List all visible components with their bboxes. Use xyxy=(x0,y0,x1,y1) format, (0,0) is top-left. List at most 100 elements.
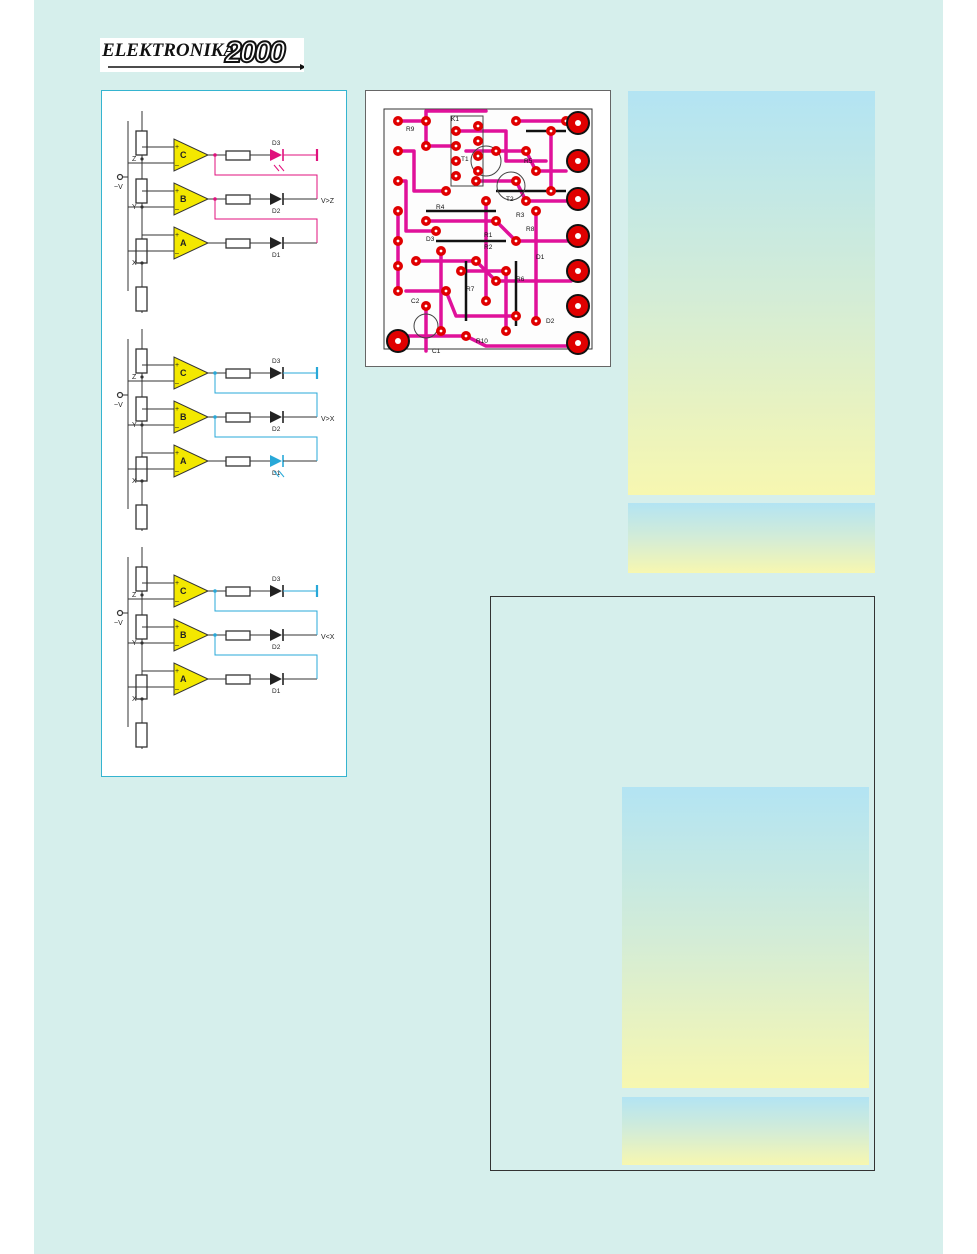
input-label: ~V xyxy=(114,620,123,627)
logo-underline-icon xyxy=(108,64,304,70)
magazine-logo: ELEKTRONIKA 2000 xyxy=(100,37,304,72)
tap-label: X xyxy=(132,696,137,703)
pcb-pad-hole xyxy=(534,319,538,323)
sidebar-panel-small xyxy=(628,503,875,573)
input-terminal-icon xyxy=(116,173,124,181)
pcb-component-label: D1 xyxy=(536,254,545,261)
op-amp-icon xyxy=(173,618,210,652)
pcb-pad-hole xyxy=(534,169,538,173)
op-amp-icon xyxy=(173,662,210,696)
diode-label: D2 xyxy=(272,208,281,215)
pcb-pad-hole xyxy=(396,119,400,123)
pcb-pad-hole xyxy=(474,179,478,183)
diode-icon xyxy=(270,411,282,423)
pcb-component-label: R4 xyxy=(436,204,445,211)
pcb-component-label: R10 xyxy=(476,338,488,345)
pcb-pad-hole xyxy=(476,154,480,158)
pcb-pad-hole xyxy=(514,314,518,318)
capacitor-outline xyxy=(413,313,439,339)
article-text-box xyxy=(490,596,875,1171)
pcb-pad-hole xyxy=(476,169,480,173)
led-glow-icon xyxy=(273,470,280,478)
diode-label: D2 xyxy=(272,644,281,651)
led-glow-icon xyxy=(273,164,280,172)
pcb-pad-hole xyxy=(396,149,400,153)
pcb-pad-hole xyxy=(494,279,498,283)
transistor-outline xyxy=(496,171,526,201)
op-amp-icon xyxy=(173,182,210,216)
op-amp-label: B xyxy=(180,194,187,204)
op-amp-label: C xyxy=(180,150,187,160)
op-amp-minus: – xyxy=(175,250,179,257)
ladder-resistor xyxy=(135,348,148,374)
terminal-pad-hole xyxy=(575,196,581,202)
pcb-pad-hole xyxy=(534,209,538,213)
pcb-pad-hole xyxy=(484,199,488,203)
pcb-pad-hole xyxy=(504,329,508,333)
pcb-pad-hole xyxy=(514,119,518,123)
ladder-resistor xyxy=(135,722,148,748)
output-resistor xyxy=(225,150,251,161)
op-amp-plus: + xyxy=(175,144,179,151)
sidebar-panel-top xyxy=(628,91,875,495)
pcb-component-label: R3 xyxy=(516,212,525,219)
op-amp-minus: – xyxy=(175,380,179,387)
op-amp-icon xyxy=(173,226,210,260)
pcb-pad-hole xyxy=(454,144,458,148)
op-amp-icon xyxy=(173,574,210,608)
pcb-component-label: T1 xyxy=(461,156,469,163)
comparator-circuit-3: ZYX~VC+–D3B+–D2A+–D1V<X xyxy=(114,547,335,749)
pcb-pad-hole xyxy=(474,259,478,263)
op-amp-plus: + xyxy=(175,406,179,413)
op-amp-label: B xyxy=(180,630,187,640)
pcb-pad-hole xyxy=(549,129,553,133)
pcb-outline xyxy=(383,108,593,350)
pcb-component-label: R2 xyxy=(484,244,493,251)
op-amp-plus: + xyxy=(175,362,179,369)
output-resistor xyxy=(225,368,251,379)
comparator-schematic-panel: ZYX~VC+–D3B+–D2A+–D1V>ZZYX~VC+–D3B+–D2A+… xyxy=(101,90,347,777)
pcb-trace xyxy=(424,219,573,243)
pcb-component-label: R9 xyxy=(406,126,415,133)
input-label: ~V xyxy=(114,402,123,409)
pcb-trace xyxy=(396,119,458,148)
pcb-pad-hole xyxy=(494,219,498,223)
comparator-circuit-2: ZYX~VC+–D3B+–D2A+–D1V>X xyxy=(114,329,335,531)
terminal-pad-hole xyxy=(395,338,401,344)
output-resistor xyxy=(225,194,251,205)
diode-label: D2 xyxy=(272,426,281,433)
ladder-resistor xyxy=(135,504,148,530)
op-amp-label: C xyxy=(180,586,187,596)
pcb-pad-hole xyxy=(494,149,498,153)
pcb-component-label: D3 xyxy=(426,236,435,243)
diode-icon xyxy=(270,237,282,249)
pcb-pad-hole xyxy=(454,159,458,163)
pcb-component-label: C1 xyxy=(432,348,441,355)
output-resistor xyxy=(225,412,251,423)
diode-icon xyxy=(270,585,282,597)
op-amp-minus: – xyxy=(175,686,179,693)
output-resistor xyxy=(225,586,251,597)
pcb-pad-hole xyxy=(514,179,518,183)
op-amp-plus: + xyxy=(175,450,179,457)
pcb-pad-hole xyxy=(459,269,463,273)
tap-label: X xyxy=(132,260,137,267)
pcb-pad-hole xyxy=(476,139,480,143)
pcb-component-label: R6 xyxy=(516,276,525,283)
tap-label: Z xyxy=(132,592,137,599)
pcb-pad-hole xyxy=(424,304,428,308)
input-label: ~V xyxy=(114,184,123,191)
logo-text: ELEKTRONIKA xyxy=(102,40,237,61)
pcb-pad-hole xyxy=(439,329,443,333)
op-amp-label: A xyxy=(180,674,187,684)
pcb-component-label: R8 xyxy=(526,226,535,233)
output-resistor xyxy=(225,238,251,249)
op-amp-plus: + xyxy=(175,580,179,587)
op-amp-plus: + xyxy=(175,668,179,675)
op-amp-minus: – xyxy=(175,598,179,605)
pcb-trace xyxy=(454,129,548,163)
diode-label: D3 xyxy=(272,358,281,365)
op-amp-plus: + xyxy=(175,232,179,239)
